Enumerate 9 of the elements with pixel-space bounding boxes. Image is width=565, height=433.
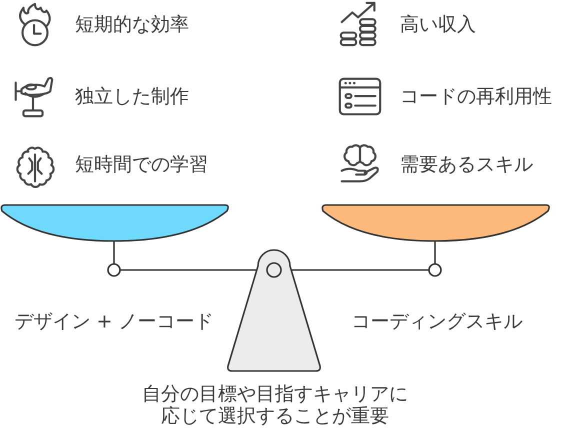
conclusion-note: 自分の目標や目指すキャリアに応じて選択することが重要 bbox=[141, 383, 409, 427]
benefit-label: 高い収入 bbox=[400, 14, 476, 36]
benefit-label: コードの再利用性 bbox=[400, 86, 552, 108]
benefit-label: 短期的な効率 bbox=[75, 14, 189, 36]
benefit-label: 独立した制作 bbox=[75, 86, 189, 108]
benefit-label: 需要あるスキル bbox=[400, 154, 533, 176]
option-label: コーディングスキル bbox=[352, 310, 522, 334]
option-label: デザイン + ノーコード bbox=[14, 310, 214, 334]
benefit-label: 短時間での学習 bbox=[75, 154, 208, 176]
